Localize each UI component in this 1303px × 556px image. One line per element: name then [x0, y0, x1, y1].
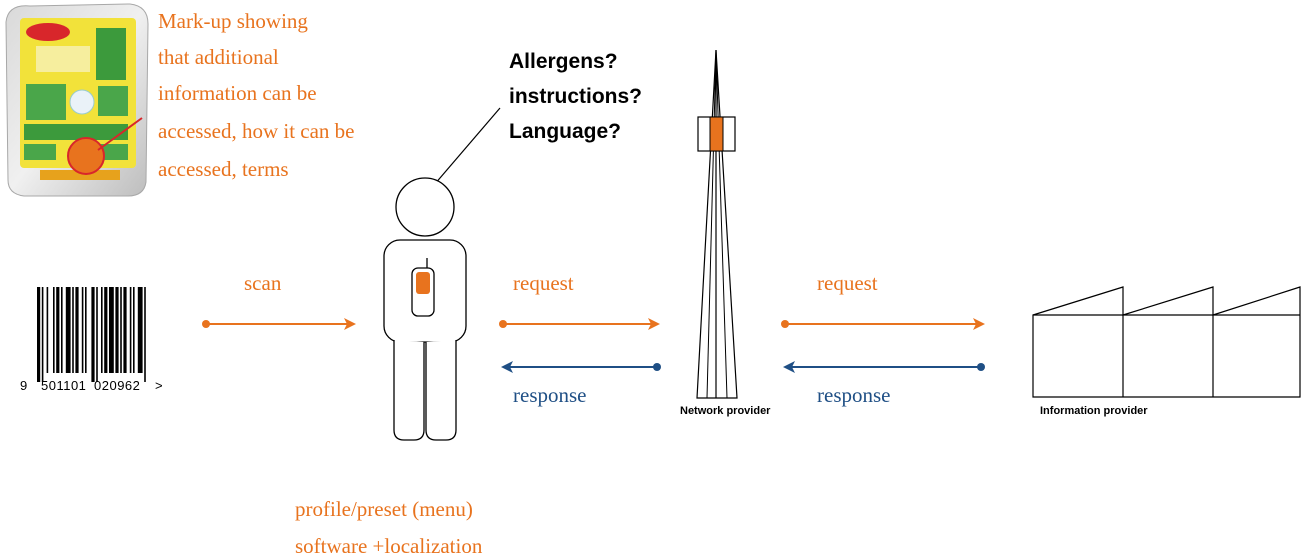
response-label-2: response: [817, 383, 890, 407]
information-provider-label: Information provider: [1040, 405, 1148, 417]
network-tower-icon: [696, 49, 738, 399]
package-note-line-4: accessed, how it can be: [158, 119, 355, 143]
person-with-phone-icon: [383, 177, 467, 441]
barcode-bar: [115, 287, 119, 373]
package-note: Mark-up showing that additional informat…: [158, 9, 355, 181]
barcode-bar: [85, 287, 87, 373]
scan-arrow-start: [202, 320, 210, 328]
barcode-bar: [41, 287, 44, 382]
barcode-lead-digit: 9: [20, 378, 27, 393]
response-arrow-1-start: [653, 363, 661, 371]
request-arrow-2-start: [781, 320, 789, 328]
barcode-group-2: 020962: [94, 378, 140, 393]
package-note-line-1: Mark-up showing: [158, 9, 308, 33]
barcode-bar: [96, 287, 98, 382]
barcode-bar: [46, 287, 49, 373]
questions: Allergens? instructions? Language?: [509, 50, 642, 143]
barcode-bar: [72, 287, 74, 373]
person-note-line-1: profile/preset (menu): [295, 497, 473, 521]
barcode-bar: [91, 287, 95, 382]
barcode-bar: [109, 287, 114, 373]
barcode-bar: [123, 287, 127, 373]
barcode-icon: 9 501101 020962 >: [20, 287, 163, 393]
package-note-line-3: information can be: [158, 81, 317, 105]
package-note-line-2: that additional: [158, 45, 279, 69]
barcode-bar: [65, 287, 71, 373]
barcode-end-mark: >: [155, 378, 163, 393]
barcode-bar: [101, 287, 103, 373]
package-note-line-5: accessed, terms: [158, 157, 289, 181]
barcode-bar: [61, 287, 63, 373]
request-label-1: request: [513, 271, 574, 295]
barcode-bar: [133, 287, 135, 373]
barcode-bar: [129, 287, 132, 373]
network-provider-label: Network provider: [680, 405, 771, 417]
request-arrow-1-start: [499, 320, 507, 328]
response-label-1: response: [513, 383, 586, 407]
scan-label: scan: [244, 271, 282, 295]
factory-icon: [1032, 286, 1301, 398]
barcode-bar: [53, 287, 55, 373]
question-language: Language?: [509, 120, 621, 143]
person-note: profile/preset (menu) software +localiza…: [295, 497, 483, 556]
barcode-bar: [120, 287, 122, 373]
barcode-group-1: 501101: [41, 378, 86, 393]
question-instructions: instructions?: [509, 85, 642, 108]
barcode-bar: [81, 287, 84, 373]
request-label-2: request: [817, 271, 878, 295]
barcode-bar: [137, 287, 143, 373]
barcode-bar: [104, 287, 108, 373]
response-arrow-2-start: [977, 363, 985, 371]
product-package-icon: [5, 3, 149, 197]
barcode-bar: [144, 287, 146, 382]
person-note-line-2: software +localization: [295, 534, 483, 556]
barcode-bar: [37, 287, 41, 382]
barcode-bar: [56, 287, 60, 373]
barcode-bar: [75, 287, 79, 373]
question-allergens: Allergens?: [509, 50, 618, 73]
speech-line: [427, 107, 501, 193]
